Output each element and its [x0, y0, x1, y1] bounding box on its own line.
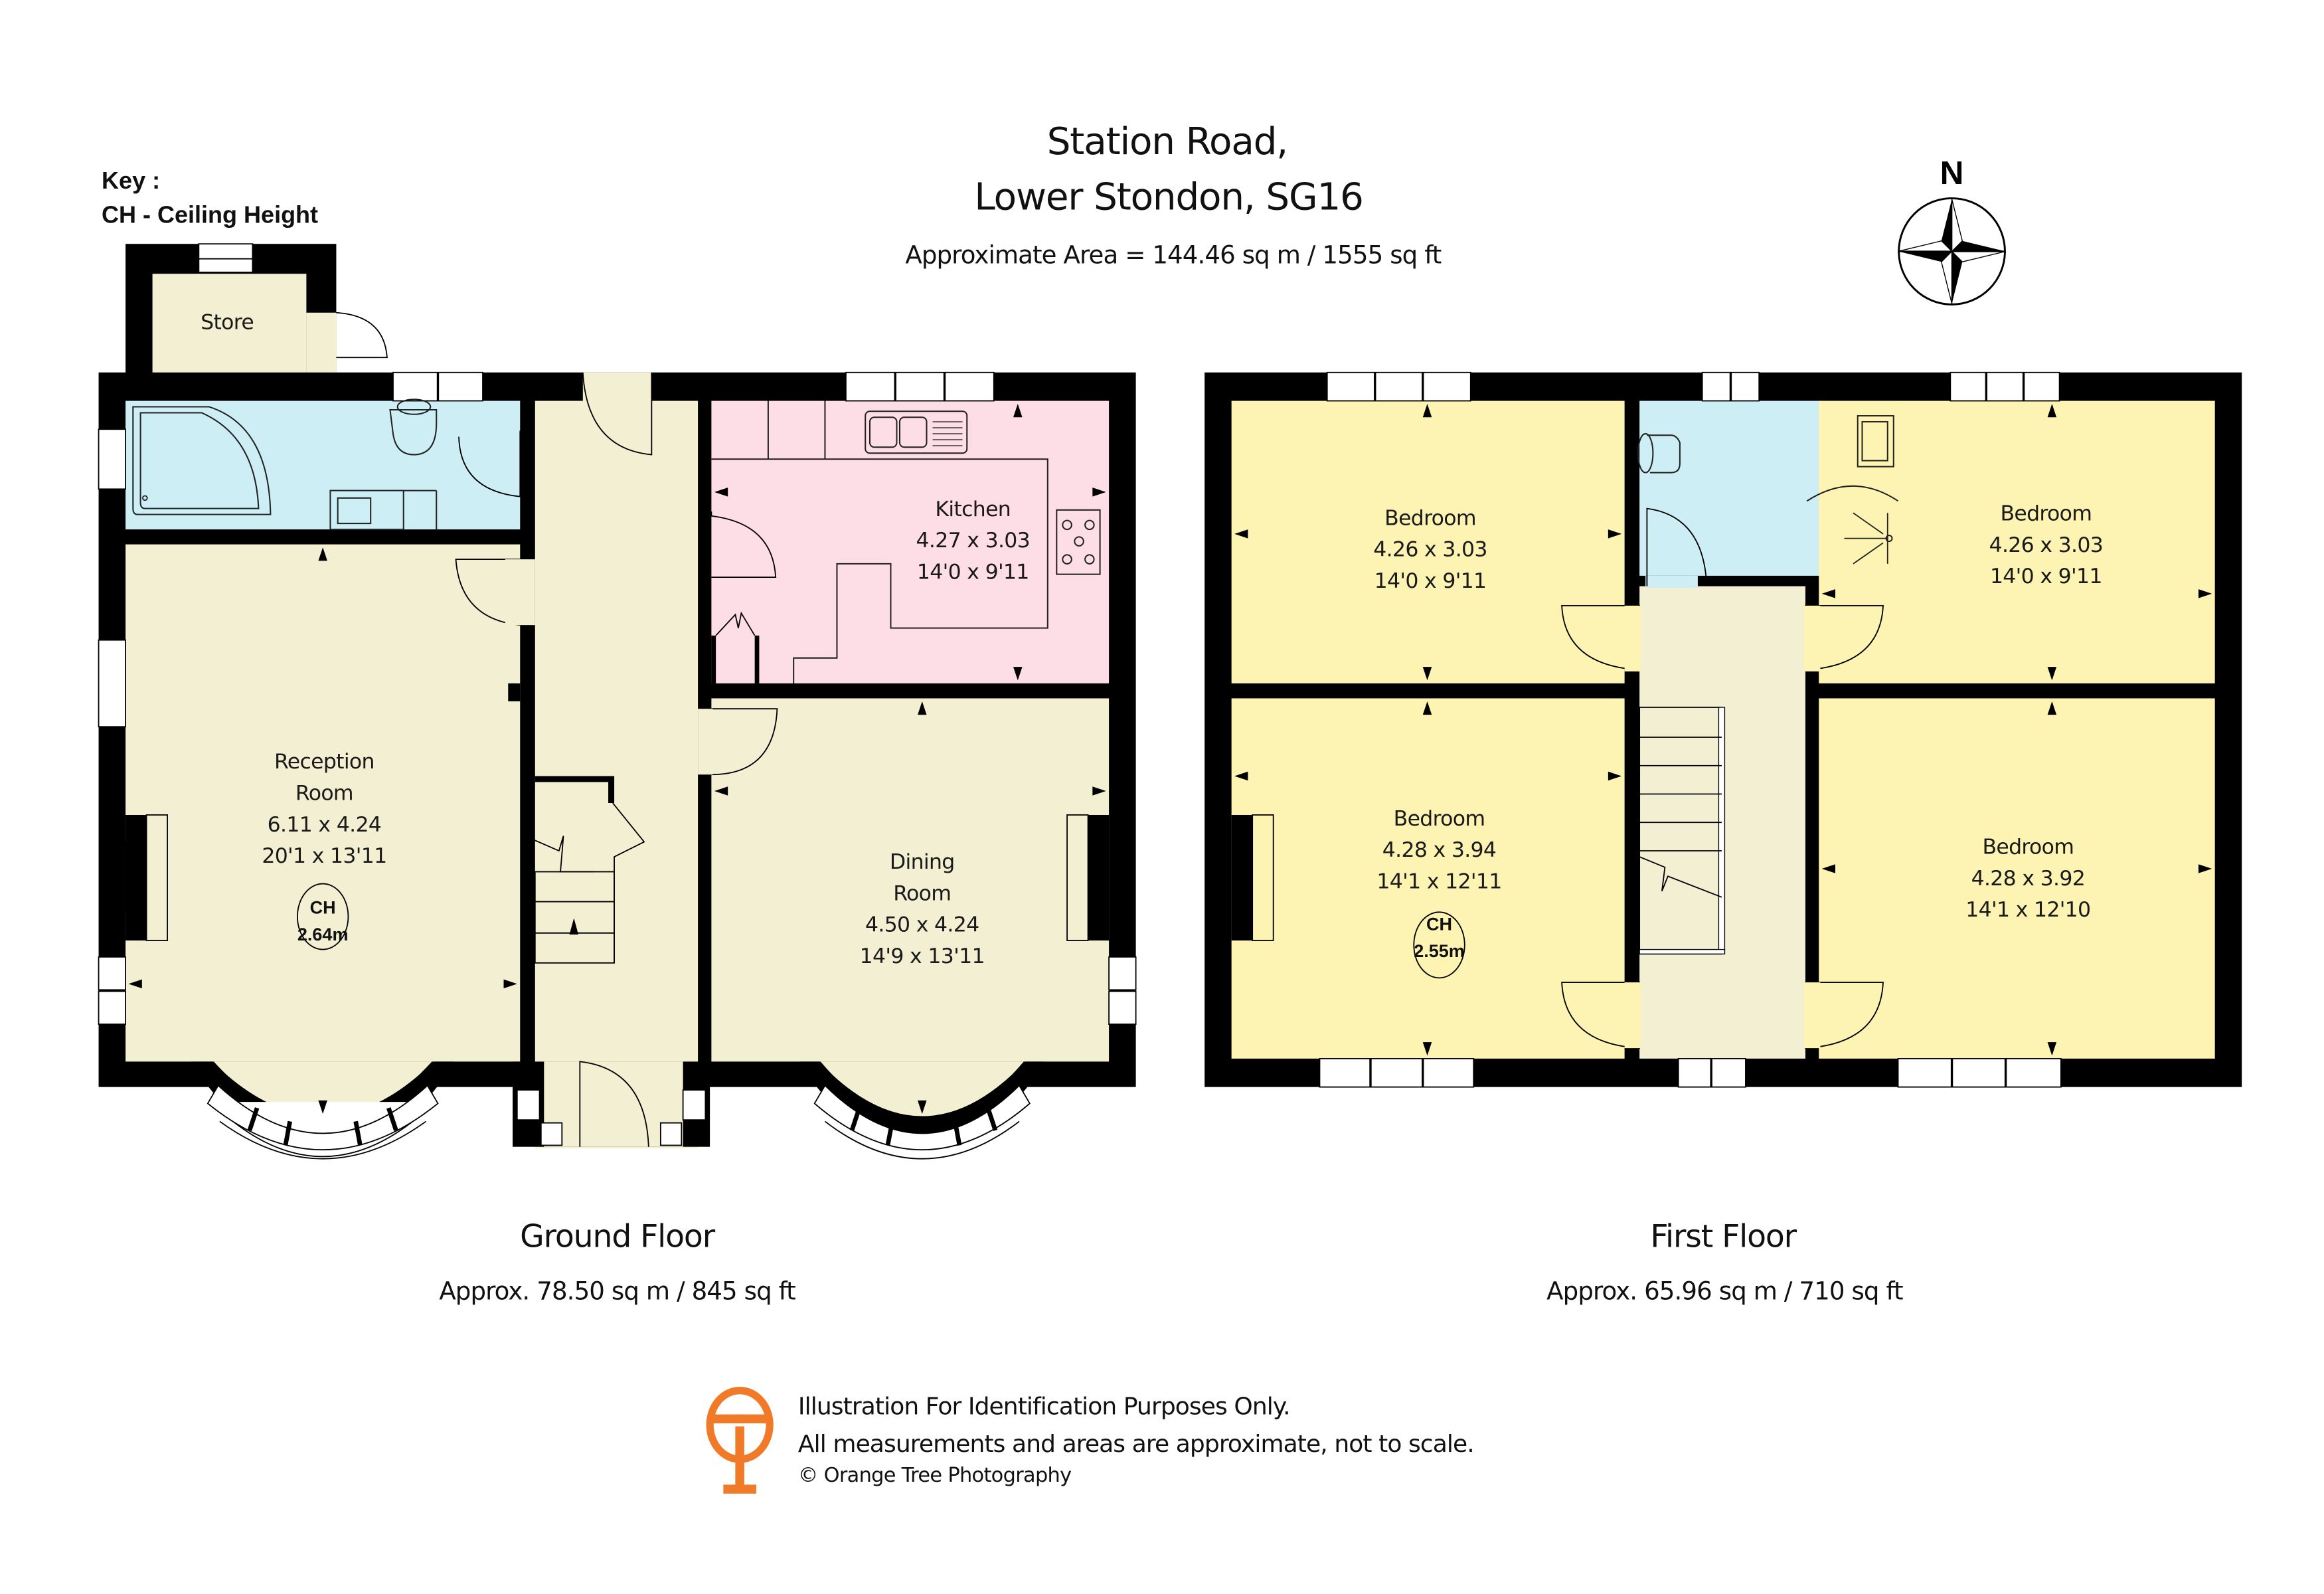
- room-dims-bedroom-tr-metric: 4.26 x 3.03: [1989, 533, 2104, 557]
- room-reception: [125, 544, 521, 1062]
- disclaimer-line1: Illustration For Identification Purposes…: [798, 1393, 1290, 1421]
- ground-floor-title: Ground Floor: [520, 1218, 716, 1255]
- total-area: Approximate Area = 144.46 sq m / 1555 sq…: [905, 240, 1441, 269]
- ceiling-height-badge-bedroom: [1413, 911, 1465, 979]
- room-dims-dining-metric: 4.50 x 4.24: [865, 913, 979, 937]
- dimension-arrows-first-floor: [1234, 404, 2212, 1056]
- room-dining: [711, 698, 1110, 1062]
- room-dims-reception-imperial: 20'1 x 13'11: [262, 844, 386, 868]
- room-bathroom: [125, 400, 521, 530]
- room-hall: [535, 400, 699, 1148]
- orange-tree-logo-icon: [706, 1386, 774, 1494]
- room-label-store: Store: [201, 310, 254, 334]
- room-dims-reception-metric: 6.11 x 4.24: [268, 813, 382, 837]
- compass-rose-icon: N: [1898, 155, 2006, 306]
- room-label-bedroom-bl: Bedroom: [1394, 807, 1485, 831]
- room-label-bedroom-tr: Bedroom: [2000, 502, 2092, 526]
- property-title-line1: Station Road,: [1047, 120, 1287, 163]
- room-store: [152, 274, 307, 379]
- footer: Illustration For Identification Purposes…: [706, 1386, 1475, 1494]
- room-bedroom-top-right: [1819, 400, 2215, 683]
- copyright: © Orange Tree Photography: [798, 1464, 1072, 1487]
- ceiling-height-value-bedroom: 2.55m: [1414, 941, 1465, 961]
- legend-key: Key : CH - Ceiling Height: [102, 167, 318, 228]
- room-bedroom-top-left: [1231, 400, 1625, 683]
- room-dims-bedroom-tr-imperial: 14'0 x 9'11: [1990, 565, 2102, 588]
- room-dims-bedroom-tl-imperial: 14'0 x 9'11: [1374, 569, 1487, 593]
- room-label-bedroom-tl: Bedroom: [1384, 506, 1476, 530]
- ceiling-height-badge-reception: [297, 883, 349, 950]
- room-label-dining-1: Dining: [890, 850, 955, 874]
- dimension-arrows: [128, 404, 1106, 1114]
- ground-floor-area: Approx. 78.50 sq m / 845 sq ft: [439, 1277, 795, 1305]
- disclaimer-line2: All measurements and areas are approxima…: [798, 1431, 1474, 1458]
- room-dims-bedroom-tl-metric: 4.26 x 3.03: [1373, 538, 1487, 562]
- room-label-reception-1: Reception: [274, 750, 374, 774]
- room-dims-bedroom-bl-imperial: 14'1 x 12'11: [1376, 869, 1501, 893]
- room-dims-kitchen-imperial: 14'0 x 9'11: [917, 560, 1029, 584]
- room-label-bedroom-br: Bedroom: [1982, 836, 2074, 859]
- room-bedroom-bottom-left: [1231, 698, 1625, 1059]
- key-entry-ceiling-height: CH - Ceiling Height: [102, 201, 318, 228]
- first-floor-title: First Floor: [1650, 1218, 1797, 1255]
- room-label-reception-2: Room: [295, 782, 353, 806]
- room-dims-bedroom-br-metric: 4.28 x 3.92: [1971, 867, 2086, 891]
- room-dims-bedroom-bl-metric: 4.28 x 3.94: [1382, 838, 1497, 862]
- room-bedroom-bottom-right: [1819, 698, 2215, 1059]
- first-floor-plan: Bedroom 4.26 x 3.03 14'0 x 9'11 Bedroom …: [1204, 371, 2242, 1305]
- room-dims-kitchen-metric: 4.27 x 3.03: [916, 529, 1031, 553]
- ceiling-height-label-bedroom: CH: [1426, 914, 1452, 934]
- header: Station Road, Lower Stondon, SG16 Approx…: [905, 120, 1442, 269]
- room-dims-bedroom-br-imperial: 14'1 x 12'10: [1965, 898, 2090, 922]
- room-label-kitchen: Kitchen: [935, 497, 1011, 521]
- compass-north-label: N: [1940, 155, 1964, 191]
- property-title-line2: Lower Stondon, SG16: [974, 175, 1363, 219]
- room-kitchen: [711, 400, 1110, 683]
- ground-floor-plan: Store: [98, 243, 1137, 1305]
- first-floor-area: Approx. 65.96 sq m / 710 sq ft: [1546, 1277, 1903, 1305]
- key-heading: Key :: [102, 167, 160, 194]
- ceiling-height-label-reception: CH: [310, 898, 336, 918]
- room-dims-dining-imperial: 14'9 x 13'11: [860, 944, 985, 968]
- room-label-dining-2: Room: [893, 881, 951, 905]
- ceiling-height-value-reception: 2.64m: [297, 925, 349, 944]
